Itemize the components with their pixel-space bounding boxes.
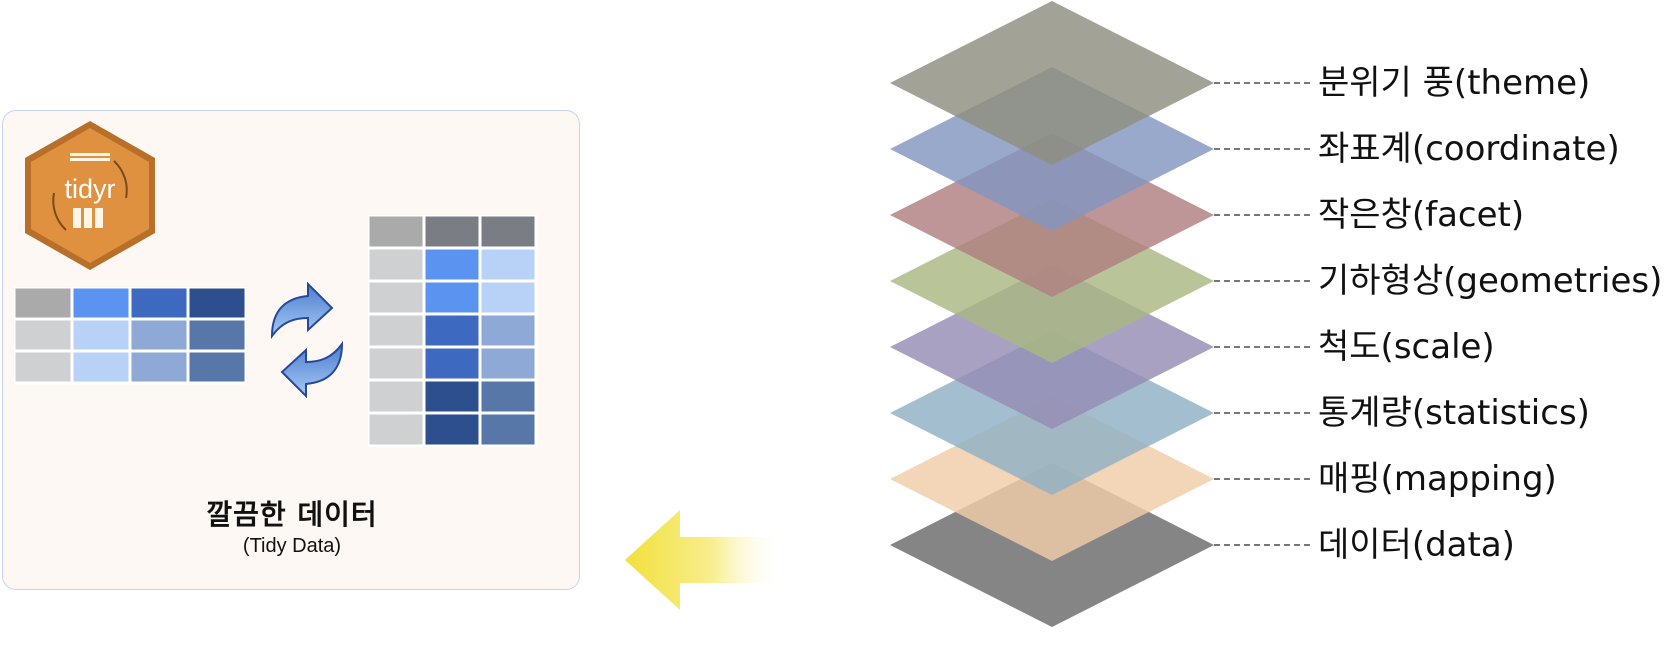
layer-7-label: 데이터(data): [1318, 525, 1515, 565]
layer-1-label: 좌표계(coordinate): [1318, 129, 1620, 169]
layer-0-label: 분위기 풍(theme): [1318, 63, 1591, 103]
tidyr-hex-logo-icon: tidyr: [25, 121, 155, 270]
long-table-icon: [368, 215, 538, 447]
tidy-data-title: 깔끔한 데이터: [206, 498, 378, 531]
grammar-layers-stack: [890, 1, 1314, 627]
yellow-flow-arrow-icon: [625, 510, 785, 610]
layer-6-label: 매핑(mapping): [1318, 459, 1557, 499]
reshape-arrows-icon: [270, 281, 344, 399]
wide-table-icon: [14, 287, 246, 385]
layer-4-label: 척도(scale): [1318, 327, 1495, 367]
layer-0-diamond: [890, 1, 1214, 165]
layer-2-label: 작은창(facet): [1318, 195, 1525, 235]
tidyr-logo-text: tidyr: [64, 174, 115, 204]
layer-5-label: 통계량(statistics): [1318, 393, 1590, 433]
tidy-data-subtitle: (Tidy Data): [242, 535, 342, 557]
layer-3-label: 기하형상(geometries): [1318, 261, 1663, 301]
